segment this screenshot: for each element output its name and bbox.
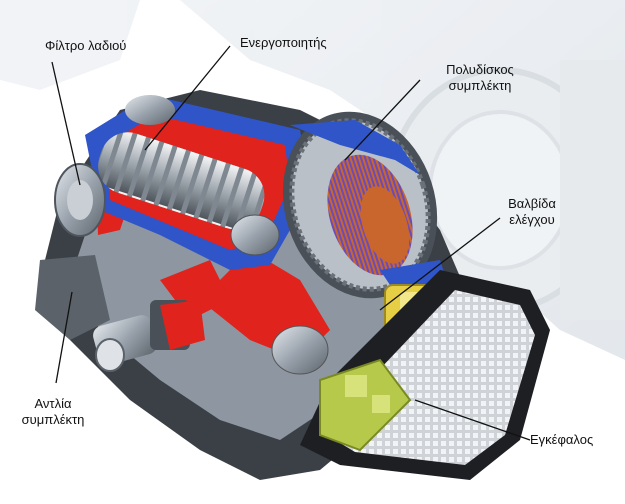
label-actuator-line-1: Ενεργοποιητής (240, 35, 327, 51)
oil-filter-component (55, 164, 105, 236)
label-multidisc-clutch: Πολυδίσκος συμπλέκτη (428, 62, 532, 94)
label-oil-filter: Φίλτρο λαδιού (45, 38, 126, 54)
label-control-valve-line-1: Βαλβίδα (490, 196, 574, 212)
label-multidisc-clutch-line-2: συμπλέκτη (428, 78, 532, 94)
leader-line-oil-filter (52, 62, 80, 185)
label-ecu: Εγκέφαλος (530, 432, 593, 448)
label-ecu-line-1: Εγκέφαλος (530, 432, 593, 448)
label-clutch-pump-line-1: Αντλία (14, 396, 92, 412)
label-control-valve-line-2: ελέγχου (490, 212, 574, 228)
label-clutch-pump-line-2: συμπλέκτη (14, 412, 92, 428)
label-oil-filter-line-1: Φίλτρο λαδιού (45, 38, 126, 54)
label-control-valve: Βαλβίδα ελέγχου (490, 196, 574, 228)
label-actuator: Ενεργοποιητής (240, 35, 327, 51)
label-clutch-pump: Αντλία συμπλέκτη (14, 396, 92, 428)
label-multidisc-clutch-line-1: Πολυδίσκος (428, 62, 532, 78)
